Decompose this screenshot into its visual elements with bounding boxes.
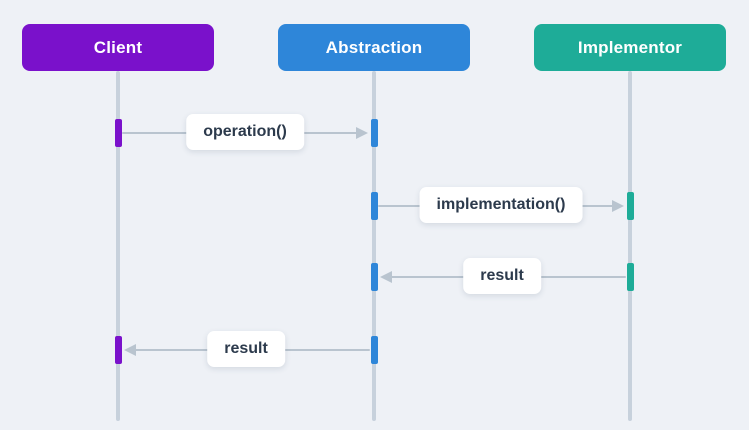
activation-bar-abstraction-3 [370, 263, 378, 291]
participant-implementor-label: Implementor [577, 37, 683, 57]
participant-client: Client [22, 24, 214, 71]
participant-client-label: Client [93, 37, 143, 57]
lifeline-implementor [628, 71, 632, 421]
participant-implementor: Implementor [534, 24, 726, 71]
activation-bar-abstraction-1 [370, 119, 378, 147]
message-label-implementation: implementation() [419, 187, 583, 223]
arrowhead-left-icon [380, 271, 392, 283]
participant-abstraction: Abstraction [278, 24, 470, 71]
activation-bar-implementor-2 [626, 263, 634, 291]
message-label-operation: operation() [186, 114, 304, 150]
participant-abstraction-label: Abstraction [325, 37, 423, 57]
arrowhead-left-icon [124, 344, 136, 356]
lifeline-client [116, 71, 120, 421]
activation-bar-client-2 [114, 336, 122, 364]
activation-bar-abstraction-4 [370, 336, 378, 364]
activation-bar-client-1 [114, 119, 122, 147]
lifeline-abstraction [372, 71, 376, 421]
activation-bar-abstraction-2 [370, 192, 378, 220]
arrowhead-right-icon [612, 200, 624, 212]
message-label-result-1: result [463, 258, 541, 294]
arrowhead-right-icon [356, 127, 368, 139]
activation-bar-implementor-1 [626, 192, 634, 220]
message-label-result-2: result [207, 331, 285, 367]
